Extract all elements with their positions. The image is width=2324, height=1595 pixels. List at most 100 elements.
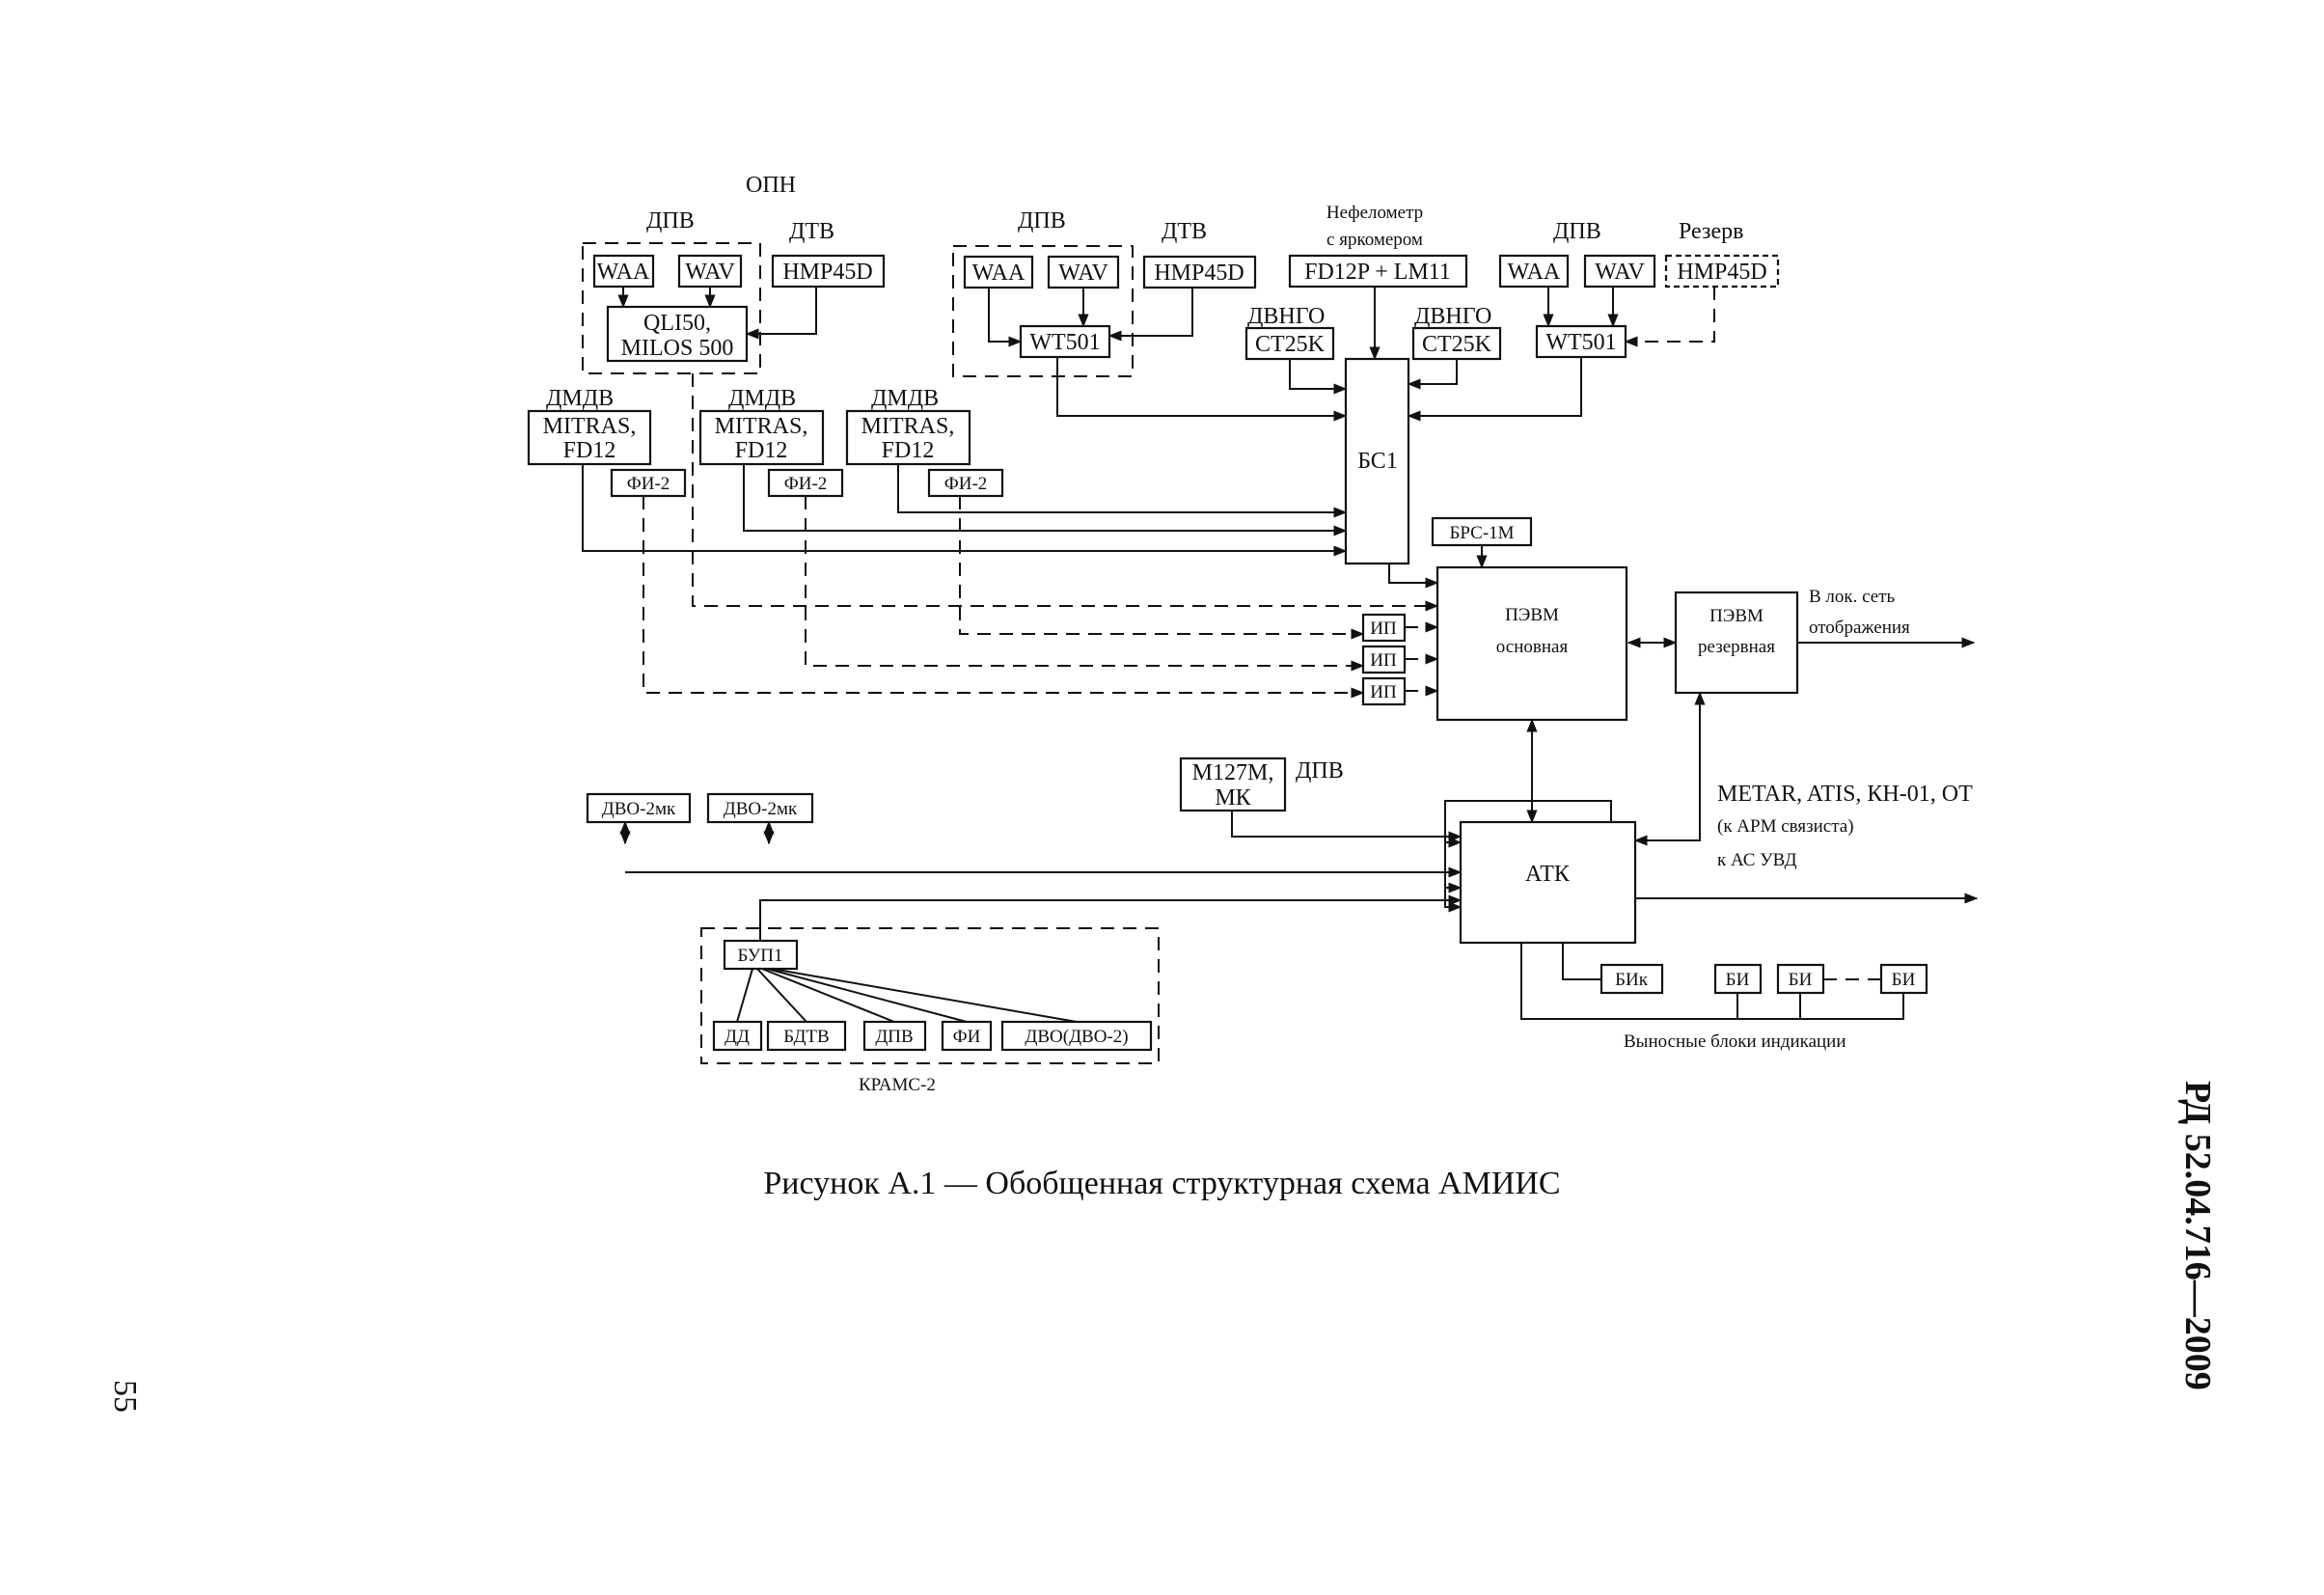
group2-dashed [952,245,1134,377]
block-mitras-1 [527,409,652,466]
figure-caption: Рисунок А.1 — Обобщенная структурная схе… [763,1166,1561,1201]
label-vynosnye: Выносные блоки индикации [1624,1031,1846,1052]
block-ip-1-label: ИП [1370,619,1397,639]
block-ip-3-label: ИП [1370,682,1397,702]
block-fi-label: ФИ [953,1027,981,1047]
block-bup1 [723,939,799,971]
block-hmp45d-1-label: HMP45D [782,260,872,285]
block-wt501-2-label: WT501 [1545,330,1616,355]
block-pevm-reserve [1674,591,1799,695]
label-nefelometr: Нефелометр [1326,203,1423,223]
block-hmp45d-1 [771,254,886,289]
block-waa-3 [1498,254,1570,289]
block-wav-2 [1047,255,1120,289]
block-mitras-1-line1: MITRAS, [543,414,637,439]
block-wav-2-label: WAV [1058,261,1108,286]
krams-dashed-group [700,927,1160,1064]
block-dvo [1000,1020,1153,1052]
block-dvo2mk-1 [586,792,692,824]
block-fd12p-label: FD12P + LM11 [1304,260,1451,285]
block-fi2-2-label: ФИ-2 [784,474,828,494]
label-dpv-3: ДПВ [1553,219,1601,244]
block-bs1 [1344,357,1410,565]
block-hmp45d-2-label: HMP45D [1154,261,1244,286]
block-bi-1-label: БИ [1726,970,1750,990]
block-bs1-label: БС1 [1357,449,1398,474]
block-m127m-line1: М127М, [1192,760,1274,785]
block-hmp45d-2 [1142,255,1257,289]
block-ip-2-label: ИП [1370,650,1397,671]
block-waa-2 [963,255,1034,289]
block-wt501-1-label: WT501 [1029,330,1100,355]
block-bi-3-label: БИ [1892,970,1916,990]
block-mitras-1-line2: FD12 [563,438,616,463]
block-dd-label: ДД [725,1027,750,1047]
block-bik-label: БИк [1615,970,1649,990]
label-dtv-1: ДТВ [789,219,834,244]
block-wt501-2 [1535,324,1627,359]
block-waa-1-label: WAA [597,260,650,285]
block-pevm-reserve-line2: резервная [1698,637,1775,657]
block-pevm-main [1435,565,1628,722]
label-dvngo-2: ДВНГО [1414,304,1491,329]
block-m127m [1179,756,1287,812]
block-mitras-2-line1: MITRAS, [715,414,808,439]
label-v-lok-set: В лок. сеть [1809,587,1896,607]
block-hmp45d-3 [1664,254,1780,289]
block-fi [941,1020,993,1052]
label-rezerv: Резерв [1679,219,1743,244]
block-mitras-3 [845,409,971,466]
block-fd12p [1288,254,1468,289]
block-wav-3 [1583,254,1656,289]
label-dmdv-2: ДМДВ [728,386,796,411]
block-mitras-2 [698,409,825,466]
block-dvo2mk-2-label: ДВО-2мк [724,799,798,819]
block-fi2-1 [610,468,687,498]
block-bik [1599,963,1664,995]
label-krams: КРАМС-2 [859,1075,936,1095]
block-wav-3-label: WAV [1595,260,1645,285]
block-fi2-3 [927,468,1004,498]
label-opn: ОПН [746,173,796,198]
block-mitras-3-line1: MITRAS, [861,414,955,439]
block-dvo-label: ДВО(ДВО-2) [1025,1027,1128,1047]
block-fi2-1-label: ФИ-2 [627,474,670,494]
label-metar: METAR, ATIS, КН-01, ОТ [1717,782,1973,807]
label-dpv-1: ДПВ [646,208,695,234]
block-dpv-krams [862,1020,927,1052]
page-number: 55 [107,1380,143,1413]
block-wav-1-label: WAV [685,260,735,285]
block-brs-1m-label: БРС-1М [1449,523,1514,543]
label-dmdv-1: ДМДВ [546,386,614,411]
block-hmp45d-3-label: HMP45D [1677,260,1766,285]
opn-dashed-group [582,242,761,374]
block-waa-3-label: WAA [1508,260,1561,285]
block-bup1-label: БУП1 [738,946,783,966]
block-mitras-3-line2: FD12 [882,438,935,463]
block-dpv-krams-label: ДПВ [875,1027,913,1047]
block-dvo2mk-2 [706,792,814,824]
block-pevm-reserve-line1: ПЭВМ [1709,606,1764,626]
label-dtv-2: ДТВ [1162,219,1207,244]
label-dpv-2: ДПВ [1018,208,1066,234]
block-ql150-line1: QLI50, [643,311,711,336]
label-s-yarkomerom: с яркомером [1326,230,1423,250]
block-ql150-line2: MILOS 500 [621,336,734,361]
label-otobrazheniya: отображения [1809,618,1910,638]
block-ip-1 [1361,613,1407,643]
block-pevm-main-line1: ПЭВМ [1505,605,1559,625]
label-dvngo-1: ДВНГО [1247,304,1325,329]
block-pevm-main-line2: основная [1496,637,1569,657]
label-k-arm: (к АРМ связиста) [1717,816,1854,837]
block-m127m-line2: МК [1215,785,1251,811]
block-bi-2-label: БИ [1789,970,1813,990]
block-ql150 [606,305,749,363]
block-atk-label: АТК [1525,862,1571,887]
block-dvo2mk-1-label: ДВО-2мк [602,799,676,819]
block-ct25k-2-label: CT25K [1422,332,1492,357]
block-mitras-2-line2: FD12 [735,438,788,463]
block-waa-2-label: WAA [972,261,1025,286]
block-fi2-3-label: ФИ-2 [944,474,988,494]
label-dpv-m127: ДПВ [1296,758,1344,784]
